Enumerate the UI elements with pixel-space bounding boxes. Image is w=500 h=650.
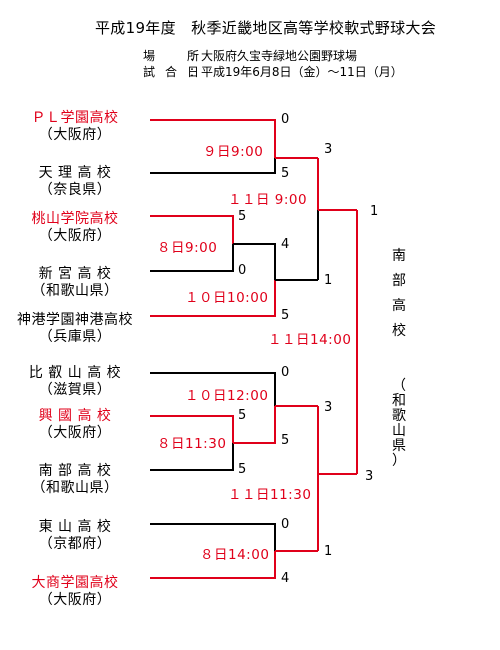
team-prefecture: （和歌山県） bbox=[31, 283, 119, 299]
team-prefecture: （兵庫県） bbox=[38, 329, 112, 345]
match-time: ８日14:00 bbox=[200, 547, 270, 563]
match-time: ８日11:30 bbox=[157, 436, 227, 452]
score: 0 bbox=[281, 365, 290, 380]
score: 1 bbox=[324, 273, 333, 288]
team-name: 比 叡 山 高 校 bbox=[28, 365, 122, 381]
bracket-line bbox=[150, 158, 276, 174]
team-prefecture: （奈良県） bbox=[38, 182, 112, 198]
bracket-line-winner bbox=[150, 551, 276, 579]
team-name: ＰＬ学園高校 bbox=[31, 110, 119, 126]
score: 4 bbox=[281, 237, 290, 252]
team-name: 大商学園高校 bbox=[31, 575, 119, 591]
bracket-line bbox=[150, 443, 234, 471]
bracket-line-winner bbox=[150, 119, 276, 158]
bracket-line bbox=[233, 243, 276, 280]
bracket-line bbox=[150, 523, 276, 551]
venue-value: ：大阪府久宝寺緑地公園野球場 bbox=[189, 49, 358, 63]
team-name: 桃山学院高校 bbox=[31, 211, 119, 227]
score: 0 bbox=[281, 112, 290, 127]
score: 5 bbox=[281, 433, 290, 448]
score: 1 bbox=[370, 204, 379, 219]
team-prefecture: （京都府） bbox=[38, 536, 112, 552]
team-name: 神港学園神港高校 bbox=[17, 312, 133, 328]
team-name: 東 山 高 校 bbox=[38, 519, 112, 535]
bracket-line-winner bbox=[150, 280, 276, 317]
score: 5 bbox=[238, 209, 247, 224]
bracket-line-winner bbox=[150, 215, 234, 244]
score: 0 bbox=[281, 517, 290, 532]
team-prefecture: （大阪府） bbox=[38, 425, 112, 441]
venue-row: 場 所：大阪府久宝寺緑地公園野球場 bbox=[143, 47, 357, 64]
score: 5 bbox=[281, 308, 290, 323]
venue-label: 場 所 bbox=[143, 49, 210, 63]
match-time: １１日 9:00 bbox=[228, 192, 308, 208]
bracket-line bbox=[150, 244, 234, 272]
match-time: ８日9:00 bbox=[157, 240, 218, 256]
bracket-line-winner bbox=[150, 415, 234, 443]
match-time: １０日12:00 bbox=[185, 388, 269, 404]
bracket-line-winner bbox=[233, 406, 276, 444]
score: 3 bbox=[365, 469, 374, 484]
dates-label: 試合日 bbox=[143, 65, 210, 79]
team-prefecture: （大阪府） bbox=[38, 592, 112, 608]
champion-prefecture: （和歌山県） bbox=[392, 378, 406, 469]
team-prefecture: （滋賀県） bbox=[38, 382, 112, 398]
team-prefecture: （大阪府） bbox=[38, 228, 112, 244]
score: 3 bbox=[324, 142, 333, 157]
match-time: １１日11:30 bbox=[228, 487, 312, 503]
score: 1 bbox=[324, 544, 333, 559]
score: 5 bbox=[281, 166, 290, 181]
page-title: 平成19年度 秋季近畿地区高等学校軟式野球大会 bbox=[95, 19, 436, 37]
team-prefecture: （和歌山県） bbox=[31, 480, 119, 496]
score: 3 bbox=[324, 400, 333, 415]
team-name: 新 宮 高 校 bbox=[38, 266, 112, 282]
match-time: ９日9:00 bbox=[203, 144, 264, 160]
score: 4 bbox=[281, 571, 290, 586]
team-prefecture: （大阪府） bbox=[38, 127, 112, 143]
champion-name: 南部高校 bbox=[392, 248, 406, 339]
team-name: 天 理 高 校 bbox=[38, 165, 112, 181]
score: 5 bbox=[238, 462, 247, 477]
team-name: 南 部 高 校 bbox=[38, 463, 112, 479]
score: 5 bbox=[238, 408, 247, 423]
dates-value: ：平成19年6月8日（金）～11日（月） bbox=[189, 65, 403, 79]
bracket-line bbox=[150, 372, 276, 406]
match-time: １１日14:00 bbox=[268, 332, 352, 348]
match-time: １０日10:00 bbox=[185, 290, 269, 306]
dates-row: 試合日：平成19年6月8日（金）～11日（月） bbox=[143, 63, 403, 80]
team-name: 興 國 高 校 bbox=[38, 408, 112, 424]
score: 0 bbox=[238, 263, 247, 278]
